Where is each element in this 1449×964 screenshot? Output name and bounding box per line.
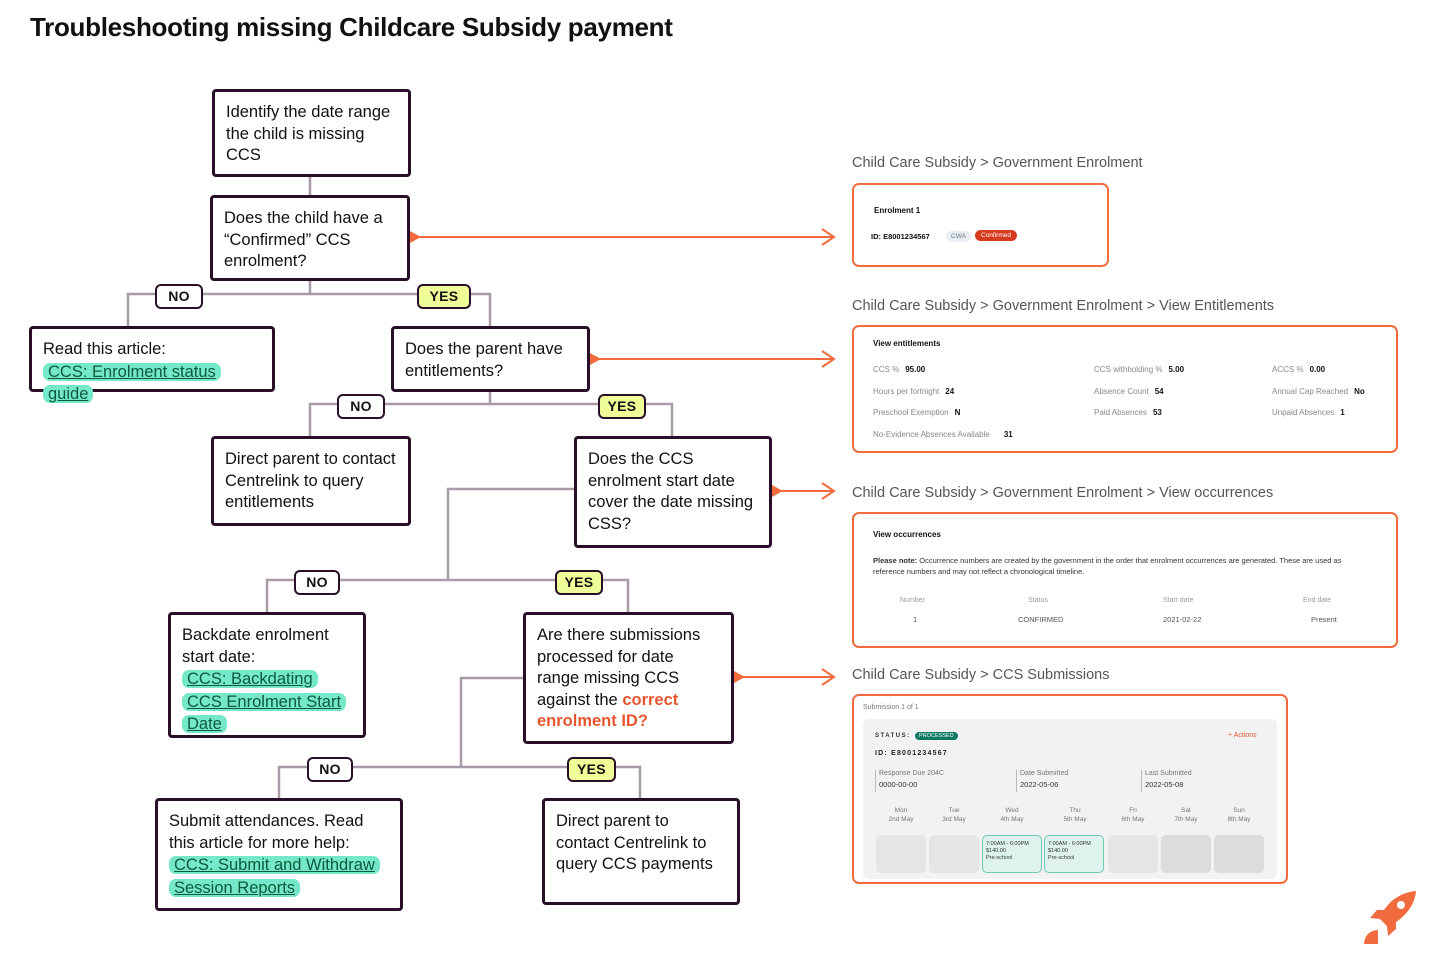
status-label: STATUS: (875, 733, 911, 739)
entitlement-item: CCS withholding %5.00 (1094, 365, 1185, 374)
session-slot-tue[interactable] (929, 835, 979, 873)
step-identify-date-range: Identify the date range the child is mis… (212, 89, 411, 177)
column-header: Status (1028, 597, 1048, 604)
occurrences-heading: View occurrences (873, 530, 941, 539)
session-slot-fri[interactable] (1108, 835, 1158, 873)
submit-intro: Submit attendances. Read this article fo… (169, 812, 364, 852)
question-entitlements: Does the parent have entitlements? (391, 326, 590, 392)
no-label: NO (337, 394, 385, 419)
yes-label: YES (417, 284, 471, 309)
step-identify-text: Identify the date range the child is mis… (226, 103, 391, 164)
yes-label: YES (567, 757, 616, 782)
backdating-article-link[interactable]: CCS: Backdating CCS Enrolment Start Date (182, 670, 347, 733)
table-cell: 2021-02-22 (1163, 615, 1202, 624)
rocket-logo-icon (1364, 891, 1416, 944)
action-submit-attendances: Submit attendances. Read this article fo… (155, 798, 403, 911)
action-direct-centrelink-entitlements: Direct parent to contact Centrelink to q… (211, 436, 411, 526)
action-backdate-enrolment: Backdate enrolment start date: CCS: Back… (168, 612, 366, 738)
table-cell: CONFIRMED (1018, 615, 1064, 624)
session-slot-sun[interactable] (1214, 835, 1264, 873)
enrolment-status-guide-link[interactable]: CCS: Enrolment status guide (43, 362, 221, 403)
yes-label: YES (598, 394, 646, 419)
occurrences-note: Please note: Occurrence numbers are crea… (873, 556, 1342, 576)
question-submissions-text: Are there submissions processed for date… (537, 625, 720, 733)
correct-enrolment-id-emphasis: correct enrolment ID? (537, 690, 679, 731)
panel-submissions: Submission 1 of 1 STATUS: PROCESSED + Ac… (852, 694, 1288, 884)
question-submissions-pre: Are there submissions processed for date… (537, 626, 701, 709)
breadcrumb-occurrences: Child Care Subsidy > Government Enrolmen… (852, 485, 1274, 501)
field-last-submitted: Last Submitted 2022-05-08 (1141, 770, 1192, 792)
entitlement-item: ACCS %0.00 (1272, 365, 1326, 374)
direct-entitlements-text: Direct parent to contact Centrelink to q… (225, 450, 396, 511)
panel-entitlements: View entitlements CCS %95.00 CCS withhol… (852, 325, 1398, 453)
field-response-due: Response Due 204C 0000-00-00 (875, 770, 944, 792)
action-read-enrolment-article: Read this article: CCS: Enrolment status… (29, 326, 275, 403)
backdate-intro: Backdate enrolment start date: (182, 626, 329, 666)
no-label: NO (294, 570, 340, 595)
breadcrumb-entitlements: Child Care Subsidy > Government Enrolmen… (852, 298, 1275, 314)
submit-withdraw-article-link[interactable]: CCS: Submit and Withdraw Session Reports (169, 856, 380, 897)
entitlement-item: CCS %95.00 (873, 365, 926, 374)
session-slot-mon[interactable] (876, 835, 926, 873)
submission-counter: Submission 1 of 1 (863, 704, 919, 711)
breadcrumb-enrolment: Child Care Subsidy > Government Enrolmen… (852, 155, 1143, 171)
actions-button[interactable]: + Actions (1228, 732, 1257, 739)
enrolment-heading: Enrolment 1 (874, 206, 921, 215)
column-header: Number (900, 597, 925, 604)
confirmed-badge: Confirmed (975, 230, 1017, 241)
no-label: NO (155, 284, 203, 309)
question-confirmed-enrolment: Does the child have a “Confirmed” CCS en… (210, 195, 410, 281)
status-badge: PROCESSED (915, 732, 958, 740)
table-cell: Present (1311, 615, 1337, 624)
breadcrumb-submissions: Child Care Subsidy > CCS Submissions (852, 667, 1110, 683)
question-confirmed-text: Does the child have a “Confirmed” CCS en… (224, 209, 383, 270)
entitlements-heading: View entitlements (873, 339, 941, 348)
direct-payments-text: Direct parent to contact Centrelink to q… (556, 812, 713, 873)
no-label: NO (307, 757, 353, 782)
panel-enrolment: Enrolment 1 ID: E8001234567 CWA Confirme… (852, 183, 1109, 267)
session-slot-sat[interactable] (1161, 835, 1211, 873)
cwa-badge: CWA (946, 231, 971, 242)
question-start-date-text: Does the CCS enrolment start date cover … (588, 450, 754, 533)
column-header: End date (1303, 597, 1332, 604)
enrolment-id: ID: E8001234567 (871, 232, 930, 241)
read-article-intro: Read this article: (43, 340, 166, 358)
question-start-date: Does the CCS enrolment start date cover … (574, 436, 772, 548)
question-submissions: Are there submissions processed for date… (523, 612, 734, 744)
action-direct-centrelink-payments: Direct parent to contact Centrelink to q… (542, 798, 740, 905)
question-entitlements-text: Does the parent have entitlements? (405, 340, 563, 380)
panel-occurrences: View occurrences Please note: Occurrence… (852, 512, 1398, 648)
submission-card: STATUS: PROCESSED + Actions ID: E8001234… (863, 719, 1277, 879)
field-date-submitted: Date Submitted 2022-05-06 (1016, 770, 1068, 792)
column-header: Start date (1163, 597, 1194, 604)
page-title: Troubleshooting missing Childcare Subsid… (30, 12, 673, 42)
yes-label: YES (555, 570, 603, 595)
submission-id: ID: E8001234567 (875, 750, 948, 757)
table-cell: 1 (913, 615, 918, 624)
